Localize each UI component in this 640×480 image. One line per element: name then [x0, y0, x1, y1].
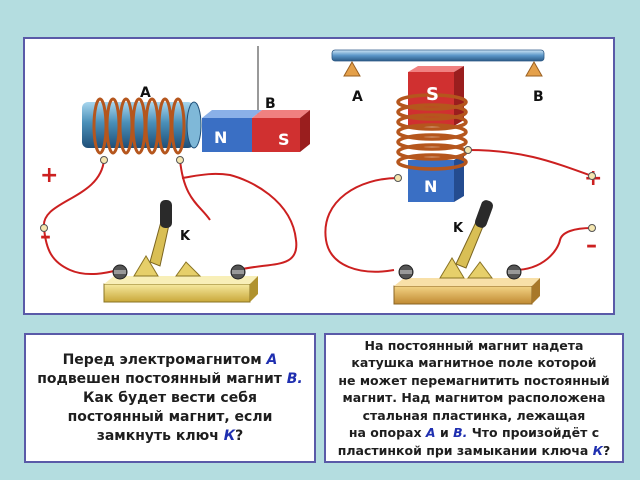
label-support-a: A — [352, 89, 363, 105]
terminal-left-1 — [100, 156, 108, 164]
steel-plate — [331, 49, 545, 62]
question-panel-right: На постоянный магнит надета катушка магн… — [324, 333, 624, 463]
terminal-plus-right — [588, 172, 596, 180]
diagram-frame — [23, 37, 615, 315]
wire-coil-to-plus-right — [467, 149, 593, 177]
terminal-minus-right — [588, 224, 596, 232]
magnet-pole-s-right: S — [426, 84, 439, 105]
support-a — [343, 60, 361, 77]
left-experiment: N S A B + – K — [40, 46, 310, 303]
support-b — [525, 60, 543, 77]
terminal-right-1 — [394, 174, 402, 182]
question-text-right: На постоянный магнит надета катушка магн… — [337, 337, 611, 458]
electromagnet-core — [82, 102, 194, 148]
magnet-pole-s-left: S — [278, 130, 290, 149]
wire-coil-to-plus — [179, 159, 211, 221]
label-switch-k-left: K — [180, 229, 191, 244]
wire-coil-to-switch — [42, 159, 119, 276]
wire-switch-to-minus-right — [513, 227, 593, 271]
right-experiment: A B S N + – — [324, 49, 602, 305]
label-electromagnet-a: A — [140, 85, 151, 101]
label-support-b: B — [533, 89, 544, 105]
core-end — [186, 101, 202, 149]
question-panel-left: Перед электромагнитом А подвешен постоян… — [24, 333, 316, 463]
wire-switch-to-right — [181, 172, 298, 271]
minus-sign-right: – — [586, 233, 597, 258]
switch-right — [393, 200, 540, 305]
label-magnet-b: B — [265, 96, 276, 112]
plus-sign-left: + — [40, 163, 58, 188]
electromagnet-coil — [92, 97, 186, 155]
switch-left — [103, 200, 258, 303]
magnet-pole-n-right: N — [424, 177, 437, 196]
terminal-left-2 — [176, 156, 184, 164]
minus-sign-left: – — [40, 224, 51, 249]
terminal-plus-left — [40, 224, 48, 232]
terminal-right-2 — [464, 146, 472, 154]
label-switch-k-right: K — [453, 221, 464, 236]
magnet-pole-n-left: N — [214, 128, 227, 147]
coil-right — [396, 93, 468, 171]
question-text-left: Перед электромагнитом А подвешен постоян… — [37, 351, 303, 444]
wire-coil-to-switch-right — [324, 177, 399, 273]
permanent-magnet-left — [202, 110, 310, 152]
